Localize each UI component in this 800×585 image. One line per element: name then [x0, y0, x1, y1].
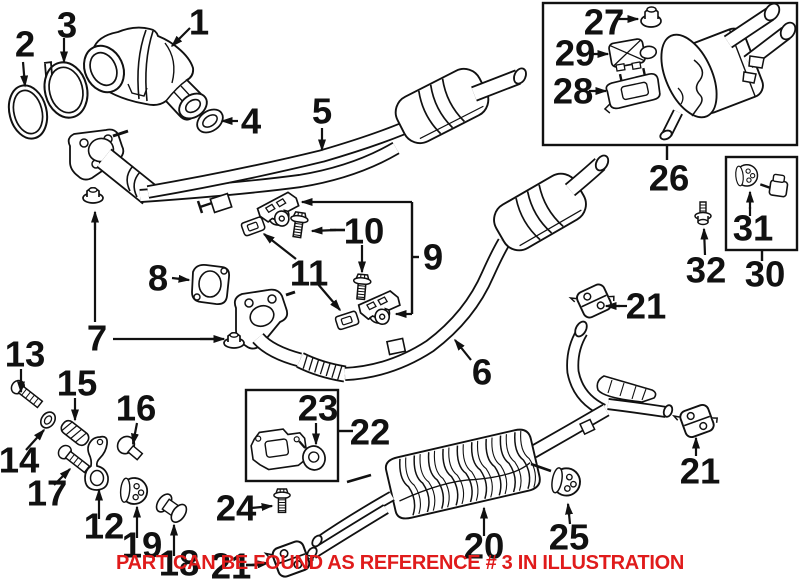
svg-text:30: 30 — [745, 254, 786, 295]
svg-text:21: 21 — [680, 451, 721, 492]
svg-text:13: 13 — [5, 334, 46, 375]
svg-text:15: 15 — [57, 363, 98, 404]
svg-text:3: 3 — [57, 5, 77, 46]
svg-text:PART CAN BE FOUND AS REFERENCE: PART CAN BE FOUND AS REFERENCE # 3 IN IL… — [116, 552, 684, 574]
svg-text:12: 12 — [84, 506, 125, 547]
svg-text:10: 10 — [344, 211, 385, 252]
svg-text:8: 8 — [148, 258, 168, 299]
svg-text:2: 2 — [15, 24, 35, 65]
svg-text:7: 7 — [87, 318, 107, 359]
svg-text:24: 24 — [216, 488, 257, 529]
svg-text:23: 23 — [298, 388, 339, 429]
svg-text:9: 9 — [423, 237, 443, 278]
svg-text:21: 21 — [626, 286, 667, 327]
svg-text:11: 11 — [290, 253, 329, 294]
svg-text:31: 31 — [733, 208, 774, 249]
svg-text:17: 17 — [27, 473, 68, 514]
svg-text:26: 26 — [649, 158, 690, 199]
svg-text:6: 6 — [472, 352, 492, 393]
svg-text:4: 4 — [241, 101, 262, 142]
svg-text:22: 22 — [350, 412, 391, 453]
svg-text:16: 16 — [116, 388, 157, 429]
svg-text:32: 32 — [686, 250, 727, 291]
svg-text:1: 1 — [189, 2, 209, 43]
svg-text:28: 28 — [553, 71, 594, 112]
svg-text:5: 5 — [312, 91, 332, 132]
svg-text:29: 29 — [555, 33, 596, 74]
